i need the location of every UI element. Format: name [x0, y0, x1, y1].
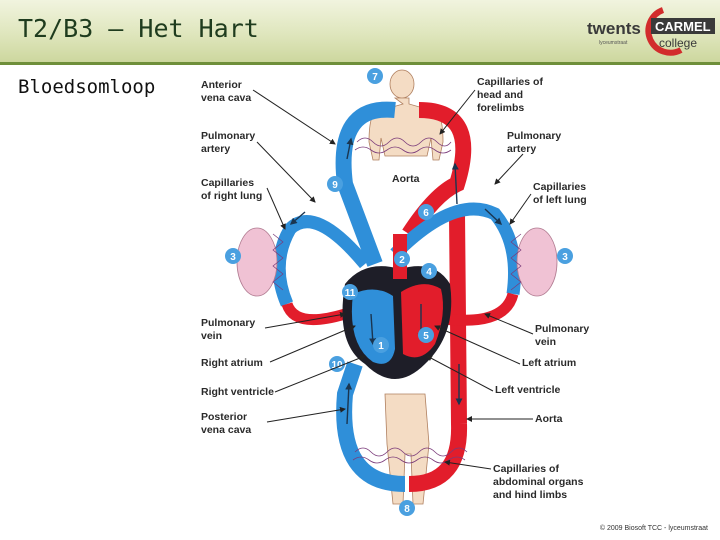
badge-11: 11	[345, 288, 356, 299]
logo-text-carmel: CARMEL	[655, 19, 711, 34]
left-lung	[516, 227, 558, 297]
label-left-atrium: Left atrium	[522, 357, 576, 369]
label-aorta-top: Aorta	[392, 173, 420, 185]
badge-3-right: 3	[562, 252, 568, 263]
logo-band	[651, 18, 715, 34]
left-labels: Anterior vena cava Pulmonary artery Capi…	[201, 79, 274, 436]
label-right-ventricle: Right ventricle	[201, 386, 274, 398]
vena-cava-upper	[335, 101, 396, 267]
circulation-diagram: 7 9 6 3 3 2 4 11 5 1 10 8 Aorta Anterior…	[201, 68, 589, 516]
logo-ring	[645, 7, 683, 56]
logo-text-college: college	[659, 36, 697, 50]
header-rule	[0, 62, 720, 65]
badge-6: 6	[423, 208, 429, 219]
label-pulm-vein-l-1: Pulmonary	[201, 317, 255, 329]
vena-cava-lower	[336, 361, 406, 492]
carmel-logo: twents CARMEL college lyceumstraat	[587, 7, 715, 56]
label-cap-head-1: Capillaries of	[477, 76, 543, 88]
right-labels: Capillaries of head and forelimbs Pulmon…	[477, 76, 589, 501]
badge-2: 2	[399, 255, 405, 266]
aorta-lower	[408, 213, 468, 492]
label-aorta-right: Aorta	[535, 413, 563, 425]
slide-subtitle: Bloedsomloop	[18, 76, 156, 98]
label-cap-abdominal-3: and hind limbs	[493, 489, 567, 501]
label-left-ventricle: Left ventricle	[495, 384, 561, 396]
pulmonary-artery-left	[390, 202, 522, 295]
label-cap-head-2: head and	[477, 89, 523, 101]
label-pulm-vein-l-2: vein	[201, 330, 222, 342]
label-pulm-artery-r-2: artery	[507, 143, 536, 155]
label-pulm-vein-r-2: vein	[535, 336, 556, 348]
lung-capillaries	[272, 233, 522, 291]
badge-7: 7	[372, 72, 378, 83]
label-anterior-1: Anterior	[201, 79, 242, 91]
label-cap-head-3: forelimbs	[477, 102, 524, 114]
number-badges: 7 9 6 3 3 2 4 11 5 1 10 8	[225, 68, 573, 516]
leader-lines	[252, 89, 534, 470]
pulmonary-vein-right	[281, 301, 347, 326]
label-cap-abdominal-1: Capillaries of	[493, 463, 559, 475]
logo-tagline: lyceumstraat	[599, 40, 628, 46]
label-pulm-artery-r-1: Pulmonary	[507, 130, 561, 142]
badge-9: 9	[332, 180, 338, 191]
label-pulm-artery-l-2: artery	[201, 143, 230, 155]
label-posterior-1: Posterior	[201, 411, 247, 423]
header-bar: T2/B3 – Het Hart twents CARMEL college l…	[0, 0, 720, 62]
head-capillaries	[354, 137, 452, 154]
label-anterior-2: vena cava	[201, 92, 251, 104]
pulmonary-vein-left	[444, 292, 519, 326]
label-right-atrium: Right atrium	[201, 357, 263, 369]
label-cap-abdominal-2: abdominal organs	[493, 476, 584, 488]
badge-4: 4	[426, 267, 432, 278]
label-pulm-vein-r-1: Pulmonary	[535, 323, 589, 335]
badge-5: 5	[423, 331, 429, 342]
label-posterior-2: vena cava	[201, 424, 251, 436]
label-cap-left-lung-1: Capillaries	[533, 181, 586, 193]
label-cap-right-lung-2: of right lung	[201, 190, 262, 202]
right-lung	[236, 227, 278, 297]
logo-text-twents: twents	[587, 19, 641, 38]
pulmonary-artery-right	[272, 215, 370, 307]
flow-arrows	[289, 137, 503, 425]
page-title: T2/B3 – Het Hart	[18, 14, 259, 43]
copyright-footer: © 2009 Biosoft TCC - lyceumstraat	[599, 525, 708, 532]
label-cap-left-lung-2: of left lung	[533, 194, 587, 206]
label-pulm-artery-l-1: Pulmonary	[201, 130, 255, 142]
badge-3-left: 3	[230, 252, 236, 263]
badge-10: 10	[331, 360, 343, 371]
label-cap-right-lung-1: Capillaries	[201, 177, 254, 189]
badge-8: 8	[404, 504, 410, 515]
badge-1: 1	[378, 341, 384, 352]
